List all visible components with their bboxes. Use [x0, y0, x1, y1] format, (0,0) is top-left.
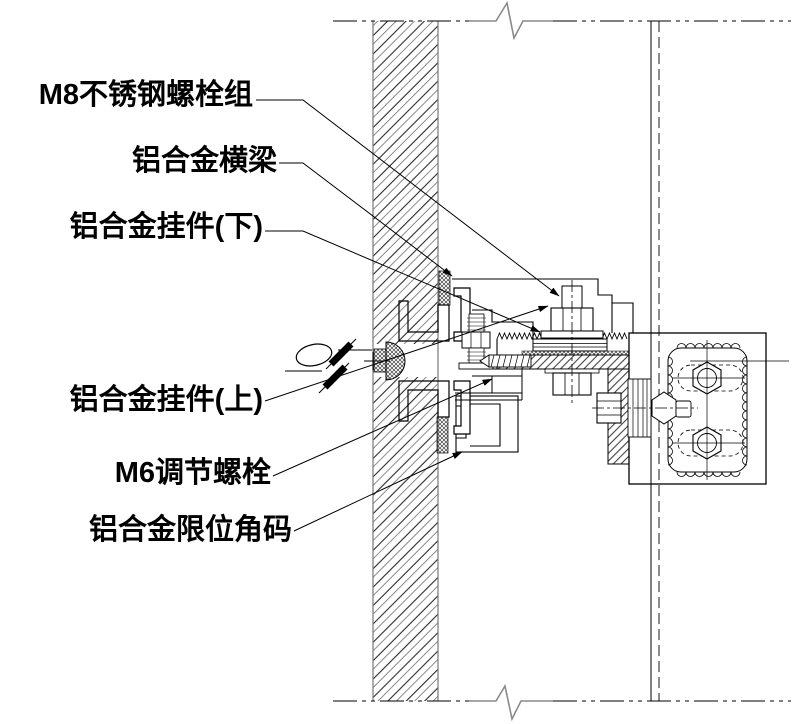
label-limit-angle: 铝合金限位角码 [88, 514, 292, 546]
screw-threads [490, 354, 531, 368]
leader-lines [256, 99, 560, 532]
bolt-head-chamfer [597, 400, 621, 416]
label-hanger-lower: 铝合金挂件(下) [69, 211, 263, 243]
leader-m8-bolt-group [256, 99, 560, 297]
sealant-bead [385, 341, 406, 381]
plate-gasket [521, 350, 631, 356]
m6-thread-lines-top [467, 317, 486, 331]
m8-nut-facets [562, 308, 582, 331]
label-m6-adjust-bolt: M6调节螺栓 [114, 457, 271, 489]
m6-nut [461, 331, 491, 349]
leader-hanger-lower [265, 230, 541, 333]
serrated-hanger-plates [496, 331, 631, 356]
anchor-bolt-horizontal [592, 378, 698, 438]
beam-nose-hooks [453, 287, 471, 435]
screw-body [488, 354, 532, 368]
pad-scallop-right [742, 356, 748, 466]
label-aluminum-beam: 铝合金横梁 [131, 145, 277, 177]
m8-bolt-group [540, 280, 604, 403]
leader-hanger-upper [264, 305, 549, 402]
hanger-plate-upper [532, 338, 608, 352]
pad-scallop-bottom [676, 471, 741, 477]
label-hanger-upper: 铝合金挂件(上) [69, 384, 263, 416]
beam-top-flange [452, 278, 613, 333]
leader-m6-adjust-bolt [272, 378, 493, 477]
upper-rail-profile [398, 300, 450, 342]
datum-lines [333, 0, 791, 722]
gasket-strip-lower [436, 416, 449, 454]
beam-step [612, 302, 634, 333]
m6-nut-facets [470, 332, 482, 348]
leader-aluminum-beam [279, 162, 453, 277]
beam-nose-lower [453, 380, 471, 435]
leader-limit-angle [293, 451, 463, 532]
m6-thread-top [468, 313, 485, 333]
anchor-plate-group [592, 21, 789, 701]
label-m8-bolt-group: M8不锈钢螺栓组 [38, 79, 253, 111]
plate-lamination-lines [533, 343, 607, 348]
break-symbol-bottom [469, 683, 553, 722]
m6-adjust-bolt [458, 313, 494, 370]
joint-sealant-group [373, 341, 406, 381]
limit-angle-slot [470, 403, 501, 447]
bolt-end-stub [675, 400, 692, 418]
m8-nut-bottom-facets [564, 373, 580, 395]
gasket-strip-upper [438, 270, 451, 306]
break-symbol-top [469, 0, 553, 41]
weld-ellipse-symbol [295, 343, 333, 367]
pad-scallop-top [676, 343, 741, 349]
centerline-jog [285, 349, 390, 372]
set-screw [479, 354, 532, 368]
